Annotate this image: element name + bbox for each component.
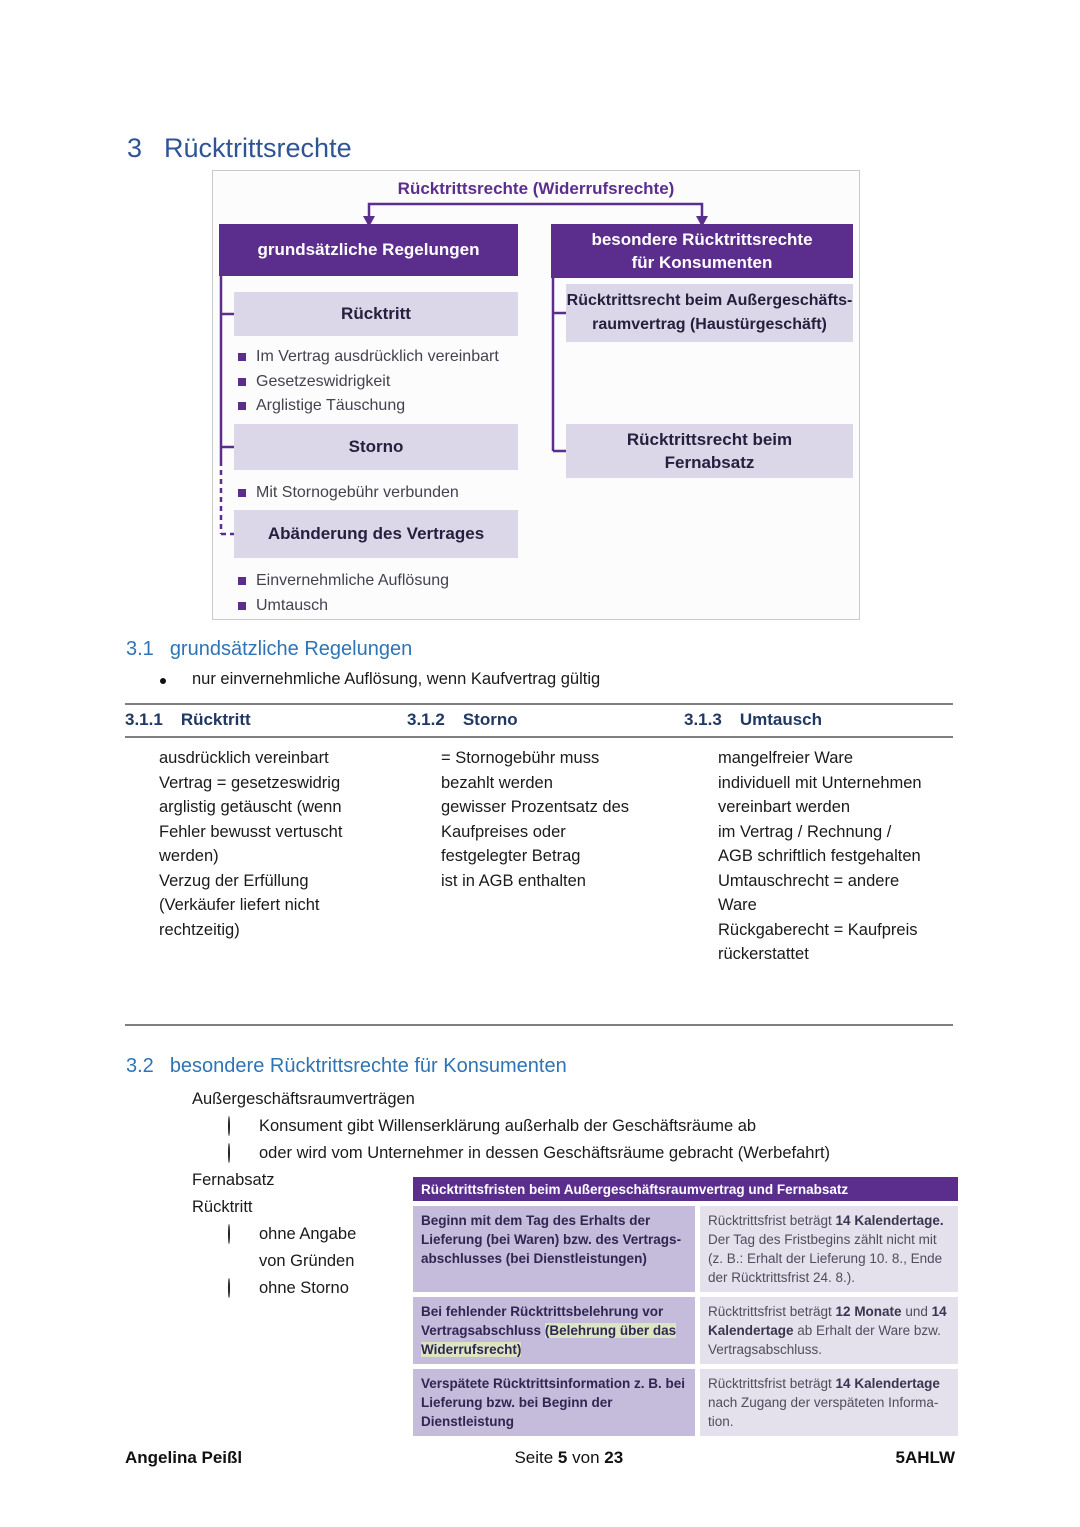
connector-line [551, 278, 566, 453]
connector-line-dashed [219, 461, 234, 536]
table-cell-left: Bei fehlender Rücktrittsbelehrung vor Ve… [413, 1297, 695, 1364]
flowchart-title: Rücktrittsrechte (Widerrufsrechte) [397, 179, 675, 198]
table-cell-left: Beginn mit dem Tag des Erhalts der Liefe… [413, 1206, 695, 1292]
table-row: Bei fehlender Rücktrittsbelehrung vor Ve… [413, 1297, 958, 1364]
circle-bullet-icon [228, 1116, 230, 1136]
deadline-table: Rücktrittsfristen beim Außergeschäftsrau… [413, 1177, 958, 1436]
list-item: oder wird vom Unternehmer in dessen Gesc… [125, 1140, 945, 1167]
circle-bullet-icon [228, 1278, 230, 1298]
flowchart-node-storno: Storno [234, 424, 518, 470]
footer-author: Angelina Peißl [125, 1448, 243, 1467]
list-item: ausdrücklich vereinbart [159, 749, 329, 767]
column-ruecktritt: ausdrücklich vereinbart Vertrag = gesetz… [125, 746, 407, 1010]
flowchart-bullet-list: Mit Stornogebühr verbunden [238, 481, 459, 506]
footer-class-code: 5AHLW [895, 1448, 956, 1467]
list-item: mangelfreier Ware [718, 749, 854, 767]
flowchart-node-fernabsatz: Rücktrittsrecht beim Fernabsatz [566, 424, 853, 478]
withdrawal-rights-flowchart: Rücktrittsrechte (Widerrufsrechte) grund… [212, 170, 860, 620]
list-item: arglistig getäuscht (wenn Fehler bewusst… [159, 798, 343, 865]
square-bullet-icon [238, 353, 246, 361]
square-bullet-icon [238, 402, 246, 410]
list-item: = Stornogebühr muss bezahlt werden [441, 749, 600, 792]
square-bullet-icon [238, 377, 246, 386]
list-item: Konsument gibt Willenserklärung außerhal… [125, 1113, 945, 1140]
list-item: Verzug der Erfüllung (Verkäufer liefert … [159, 871, 320, 939]
flowchart-bullet-item: Arglistige Täuschung [238, 394, 499, 419]
flowchart-node-consumer-rights: besondere Rücktrittsrechte für Konsument… [551, 224, 853, 278]
square-bullet-icon [238, 577, 246, 585]
flowchart-node-aussergeschaeftsraumvertrag: Rücktrittsrecht beim Außergeschäfts- rau… [566, 284, 853, 342]
table-cell-right: Rücktrittsfrist beträgt 14 Kalendertage … [700, 1369, 958, 1436]
list-item: gewisser Prozentsatz des Kaufpreises ode… [441, 798, 630, 865]
table-row: Verspätete Rücktrittsinformation z. B. b… [413, 1369, 958, 1436]
table-cell-right: Rücktrittsfrist beträgt 12 Monate und 14… [700, 1297, 958, 1364]
comparison-table-body: ausdrücklich vereinbart Vertrag = gesetz… [125, 738, 953, 1026]
list-item: Umtauschrecht = andere Ware [718, 871, 900, 915]
list-item: ist in AGB enthalten [441, 871, 586, 890]
column-umtausch: mangelfreier Ware individuell mit Untern… [684, 746, 953, 1010]
deadline-table-header: Rücktrittsfristen beim Außergeschäftsrau… [413, 1177, 958, 1201]
down-arrow-icon [696, 216, 708, 227]
flowchart-node-general-rules: grundsätzliche Regelungen [219, 224, 518, 276]
list-item: im Vertrag / Rechnung / AGB schriftlich … [718, 822, 921, 866]
circle-bullet-icon [228, 1224, 230, 1244]
footer-page-indicator: Seite 5 von 23 [514, 1448, 624, 1467]
table-row: Beginn mit dem Tag des Erhalts der Liefe… [413, 1206, 958, 1292]
list-item: Rücktritt [192, 1198, 253, 1216]
page-title: 3 Rücktrittsrechte [127, 133, 352, 164]
heading-text: Rücktrittsrechte [164, 133, 352, 163]
flowchart-connector-lines [219, 202, 708, 536]
table-cell-right: Rücktrittsfrist beträgt 14 Kalendertage.… [700, 1206, 958, 1292]
column-storno: = Stornogebühr muss bezahlt werden gewis… [407, 746, 684, 1010]
square-bullet-icon [238, 489, 246, 497]
bracket-line [367, 202, 704, 217]
list-item: ohne Angabe von Gründen [125, 1221, 945, 1275]
footer: Angelina Peißl Seite 5 von 23 5AHLW [125, 1448, 955, 1468]
flowchart-bullet-item: Umtausch [238, 594, 449, 619]
list-item: Vertrag = gesetzeswidrig [159, 773, 341, 792]
flowchart-bullet-item: Einvernehmliche Auflösung [238, 569, 449, 594]
flowchart-bullet-list: Im Vertrag ausdrücklich vereinbart Geset… [238, 345, 499, 419]
heading-number: 3 [127, 133, 143, 163]
square-bullet-icon [238, 601, 246, 610]
list-item: nur einvernehmliche Auflösung, wenn Kauf… [160, 670, 600, 689]
flowchart-bullet-list: Einvernehmliche Auflösung Umtausch [238, 569, 449, 618]
list-item: individuell mit Unternehmen vereinbart w… [718, 773, 922, 817]
list-item: Rückgaberecht = Kaufpreis rückerstattet [718, 920, 918, 964]
down-arrow-icon [363, 216, 375, 227]
table-cell-left: Verspätete Rücktrittsinformation z. B. b… [413, 1369, 695, 1436]
circle-bullet-icon [228, 1143, 230, 1163]
dot-bullet-icon [160, 678, 166, 684]
flowchart-bullet-item: Mit Stornogebühr verbunden [238, 481, 459, 506]
flowchart-node-ruecktritt: Rücktritt [234, 292, 518, 336]
list-item: Fernabsatz [192, 1171, 275, 1189]
list-item: Außergeschäftsraumverträgen [192, 1090, 415, 1108]
flowchart-node-abaenderung: Abänderung des Vertrages [234, 510, 518, 558]
flowchart-bullet-item: Gesetzeswidrigkeit [238, 370, 499, 395]
list-item: ohne Storno [125, 1275, 945, 1302]
section-32-list: Außergeschäftsraumverträgen Konsument gi… [125, 1086, 945, 1302]
connector-tick [221, 312, 234, 449]
flowchart-bullet-item: Im Vertrag ausdrücklich vereinbart [238, 345, 499, 370]
